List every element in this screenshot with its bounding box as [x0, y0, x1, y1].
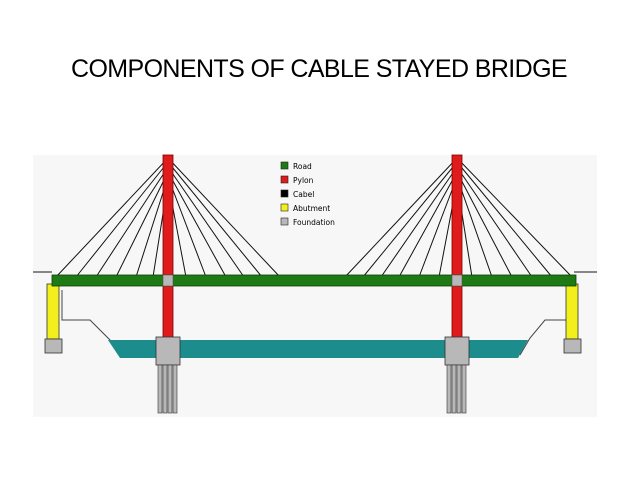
- piles-left: [157, 364, 178, 414]
- water: [108, 340, 528, 358]
- abutment-left: [46, 283, 60, 340]
- legend-swatch-cable: [280, 189, 289, 198]
- pylon-foundation-cap-left: [155, 336, 181, 366]
- piles-right: [446, 364, 467, 414]
- legend-label-abutment: Abutment: [293, 204, 330, 213]
- slide-title: COMPONENTS OF CABLE STAYED BRIDGE: [70, 55, 568, 83]
- deck-pylon-joint-right: [451, 274, 463, 287]
- legend-label-road: Road: [293, 162, 312, 171]
- legend-swatch-road: [280, 161, 289, 170]
- legend-swatch-foundation: [280, 217, 289, 226]
- legend-label-cable: Cabel: [293, 190, 314, 199]
- road-deck: [51, 274, 577, 287]
- abutment-foundation-right: [563, 338, 582, 354]
- abutment-right: [565, 283, 579, 340]
- legend-label-pylon: Pylon: [293, 176, 314, 185]
- deck-pylon-joint-left: [162, 274, 174, 287]
- legend-label-foundation: Foundation: [293, 218, 335, 227]
- pylon-left: [162, 154, 174, 341]
- pylon-foundation-cap-right: [444, 336, 470, 366]
- abutment-foundation-left: [44, 338, 63, 354]
- legend-swatch-pylon: [280, 175, 289, 184]
- pylon-right: [451, 154, 463, 341]
- legend-swatch-abutment: [280, 203, 289, 212]
- legend: Road Pylon Cabel Abutment Foundation: [280, 161, 335, 227]
